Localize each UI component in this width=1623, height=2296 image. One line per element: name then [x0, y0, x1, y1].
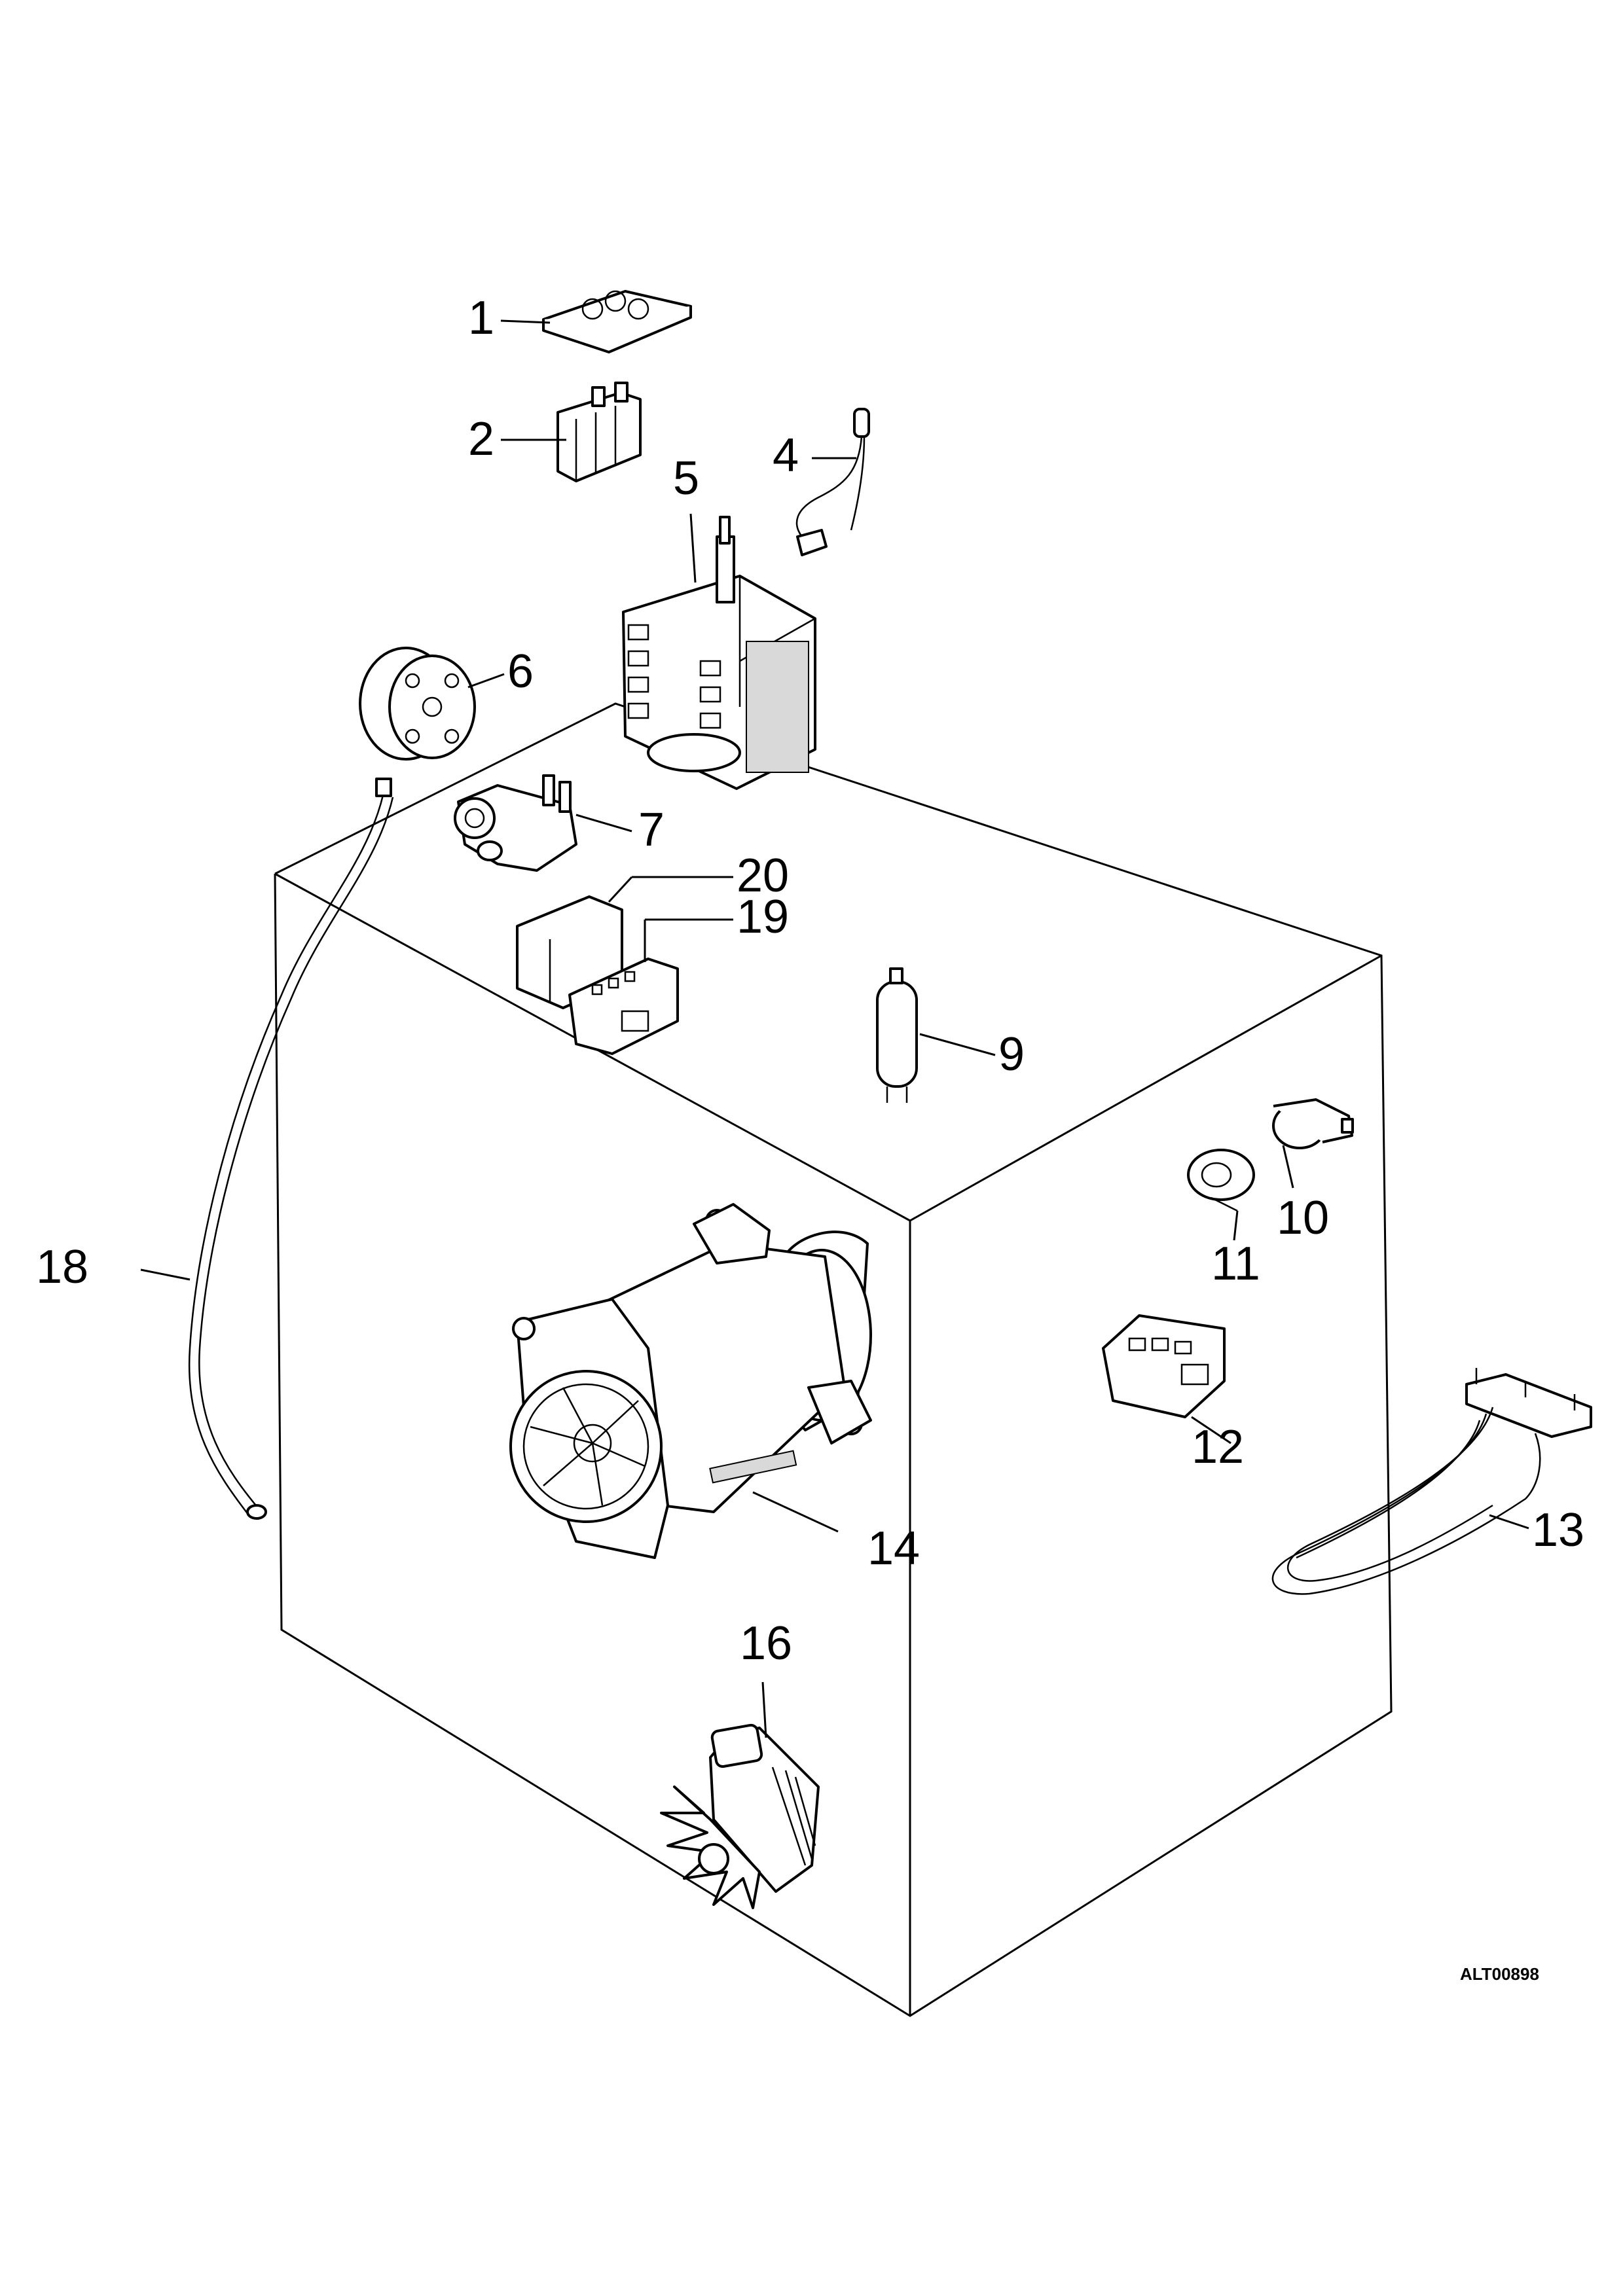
part-19-electronic-module[interactable] [568, 958, 679, 1055]
part-10-thermostat[interactable] [1272, 1098, 1354, 1149]
part-5-programme-timer[interactable] [622, 516, 816, 790]
callout-13: 13 [1532, 1504, 1584, 1556]
part-1-terminal-cover[interactable] [542, 290, 692, 353]
callout-12: 12 [1192, 1421, 1244, 1473]
part-7-inlet-valve[interactable] [454, 774, 577, 872]
callout-19: 19 [737, 891, 789, 943]
part-16-heatsink-module[interactable] [660, 1723, 820, 1909]
callout-14: 14 [867, 1522, 920, 1575]
part-12-door-interlock[interactable] [1102, 1314, 1226, 1418]
part-2-terminal-strip[interactable] [556, 382, 642, 482]
leader-lines [140, 319, 1529, 1738]
callout-4: 4 [773, 429, 799, 482]
callout-16: 16 [740, 1617, 792, 1670]
callout-2: 2 [468, 413, 494, 465]
part-14-motor[interactable] [509, 1203, 872, 1559]
part-18-pressure-hose[interactable] [188, 795, 394, 1520]
callout-6: 6 [507, 645, 534, 698]
part-11-seal-bushing[interactable] [1187, 1149, 1255, 1212]
callout-9: 9 [998, 1028, 1025, 1081]
callout-5: 5 [673, 452, 699, 505]
part-9-capacitor[interactable] [876, 967, 918, 1103]
callout-20: 20 [737, 850, 789, 902]
callout-11: 11 [1211, 1238, 1260, 1290]
callout-1: 1 [468, 292, 494, 344]
part-4-sensor[interactable] [795, 408, 870, 556]
callout-10: 10 [1277, 1192, 1329, 1244]
callout-labels: 1 2 4 5 6 7 20 19 9 10 11 12 13 14 16 18 [36, 292, 1584, 1670]
part-6-pressure-switch[interactable] [359, 647, 476, 797]
callout-7: 7 [638, 804, 665, 856]
drawing-code: ALT00898 [1460, 1964, 1539, 1984]
callout-18: 18 [36, 1241, 88, 1293]
part-13-heating-element[interactable] [1271, 1368, 1592, 1595]
